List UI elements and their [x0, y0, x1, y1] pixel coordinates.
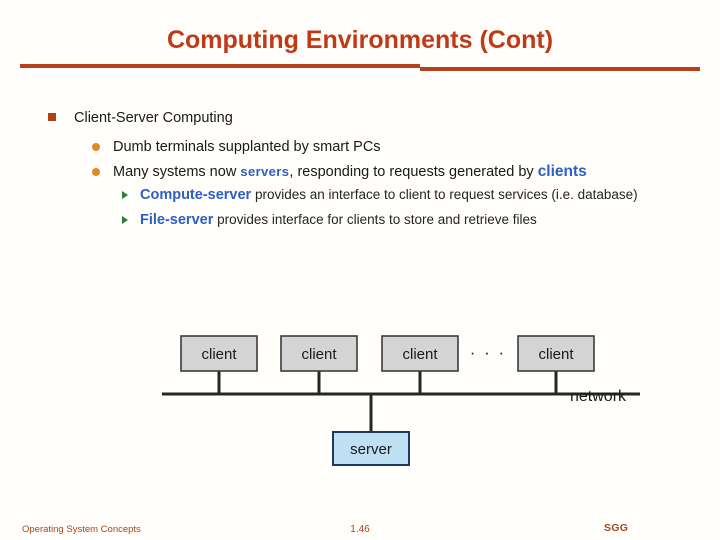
footer-publisher: SGG: [604, 522, 629, 534]
bullet-level2-text-part1: Many systems now: [113, 164, 241, 180]
round-bullet-icon: [92, 143, 100, 151]
title-divider-right-segment: [420, 67, 700, 71]
client-box-1-label: client: [201, 346, 237, 363]
client-box-1: [180, 335, 258, 372]
title-divider-left-segment: [20, 64, 420, 68]
bullet-level2-text: Dumb terminals supplanted by smart PCs: [113, 139, 381, 155]
footer-book-title: Operating System Concepts: [22, 524, 141, 535]
bullet-level3-file-server: File-server provides interface for clien…: [0, 211, 720, 230]
network-label: network: [570, 388, 627, 405]
page-title: Computing Environments (Cont): [166, 26, 554, 54]
client-box-4: [517, 335, 595, 372]
bullet-level3-compute-server: Compute-server provides an interface to …: [0, 186, 720, 205]
square-bullet-icon: [48, 113, 56, 121]
keyword-servers: servers: [240, 164, 290, 179]
bullet-level3-text: provides interface for clients to store …: [213, 211, 537, 227]
bullet-level3-text: provides an interface to client to reque…: [251, 187, 638, 202]
bullet-level2-many-systems: Many systems now servers, responding to …: [0, 161, 720, 183]
bullet-level1-label: Client-Server Computing: [74, 110, 233, 126]
keyword-file-server: File-server: [140, 211, 214, 228]
ellipsis-icon: · · ·: [470, 343, 506, 362]
triangle-bullet-icon: [122, 215, 128, 224]
server-box-label: server: [350, 441, 392, 458]
client-box-2: [280, 335, 358, 372]
title-divider: [0, 60, 720, 72]
bullet-level2-dumb-terminals: Dumb terminals supplanted by smart PCs: [0, 136, 720, 158]
bullet-level1-client-server: Client-Server Computing: [0, 108, 720, 128]
server-box: [332, 431, 410, 466]
footer-page-number: 1.46: [350, 524, 370, 535]
round-bullet-icon: [92, 168, 100, 176]
keyword-compute-server: Compute-server: [140, 187, 252, 203]
bullet-level2-text-part2: , responding to requests generated by: [289, 164, 538, 180]
client-box-2-label: client: [301, 346, 337, 363]
client-box-3-label: client: [402, 346, 438, 363]
slide-content: Client-Server Computing Dumb terminals s…: [0, 108, 720, 235]
keyword-clients: clients: [537, 163, 587, 180]
triangle-bullet-icon: [122, 191, 128, 199]
client-box-3: [381, 335, 459, 372]
client-box-4-label: client: [538, 346, 574, 363]
